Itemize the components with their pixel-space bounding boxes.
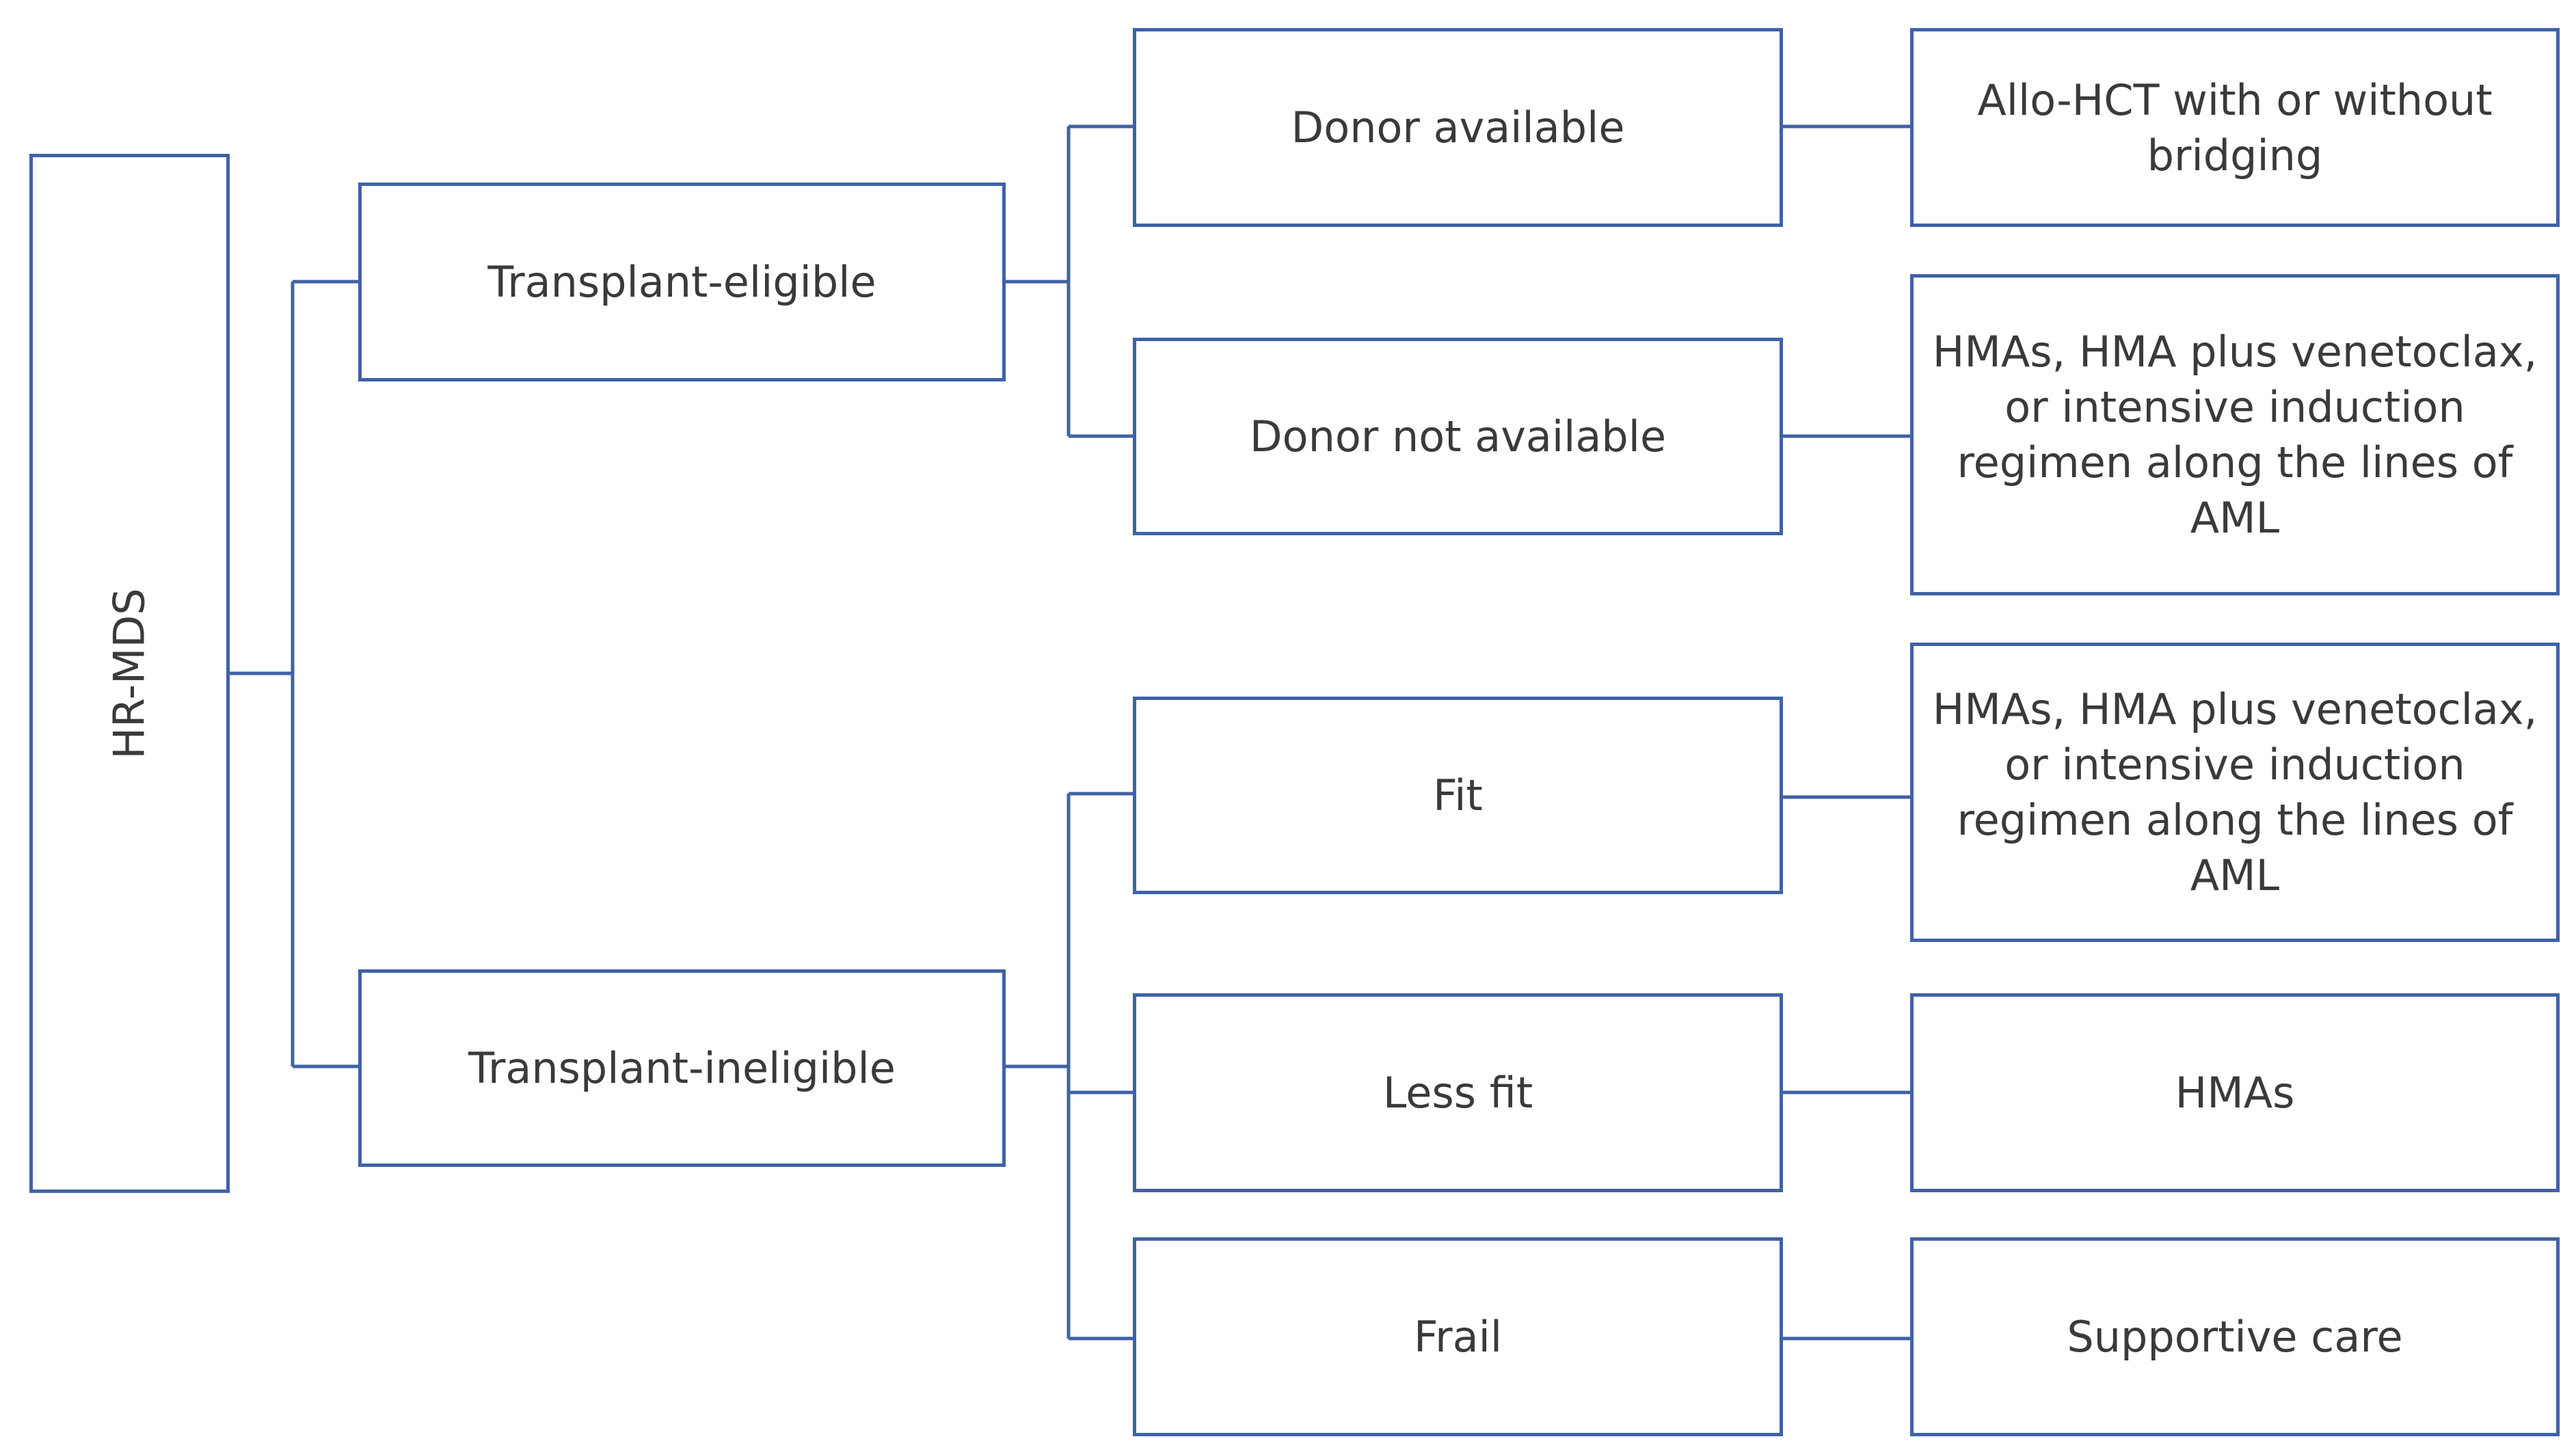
- frail-label: Frail: [1413, 1312, 1503, 1362]
- fit-node: Fit: [1133, 697, 1783, 894]
- connector-root-to-eligibility: [230, 280, 358, 1068]
- frail-treatment-label: Supportive care: [2067, 1312, 2403, 1362]
- fit-label: Fit: [1433, 770, 1483, 820]
- transplant-ineligible-node: Transplant-ineligible: [358, 969, 1006, 1167]
- less-fit-node: Less fit: [1133, 993, 1783, 1192]
- donor-available-node: Donor available: [1133, 28, 1783, 227]
- fit-treatment-node: HMAs, HMA plus venetoclax, or intensive …: [1910, 643, 2560, 942]
- less-fit-treatment-label: HMAs: [2175, 1068, 2295, 1118]
- donor-available-treatment-label: Allo-HCT with or without bridging: [1977, 75, 2493, 180]
- connector-ineligible-to-fitness: [1006, 792, 1133, 1341]
- transplant-ineligible-label: Transplant-ineligible: [468, 1043, 896, 1093]
- donor-available-label: Donor available: [1291, 103, 1625, 152]
- donor-not-available-treatment-node: HMAs, HMA plus venetoclax, or intensive …: [1910, 274, 2560, 595]
- donor-not-available-node: Donor not available: [1133, 338, 1783, 535]
- root-label: HR-MDS: [105, 587, 155, 759]
- less-fit-label: Less fit: [1382, 1068, 1533, 1118]
- donor-available-treatment-node: Allo-HCT with or without bridging: [1910, 28, 2560, 227]
- less-fit-treatment-node: HMAs: [1910, 993, 2560, 1192]
- donor-not-available-treatment-label: HMAs, HMA plus venetoclax, or intensive …: [1932, 327, 2538, 543]
- transplant-eligible-label: Transplant-eligible: [487, 257, 876, 307]
- fit-treatment-label: HMAs, HMA plus venetoclax, or intensive …: [1932, 684, 2538, 900]
- donor-not-available-label: Donor not available: [1249, 412, 1667, 461]
- transplant-eligible-node: Transplant-eligible: [358, 183, 1006, 381]
- connector-eligible-to-donor: [1006, 124, 1133, 438]
- root-node: HR-MDS: [29, 154, 230, 1193]
- frail-treatment-node: Supportive care: [1910, 1237, 2560, 1436]
- frail-node: Frail: [1133, 1237, 1783, 1436]
